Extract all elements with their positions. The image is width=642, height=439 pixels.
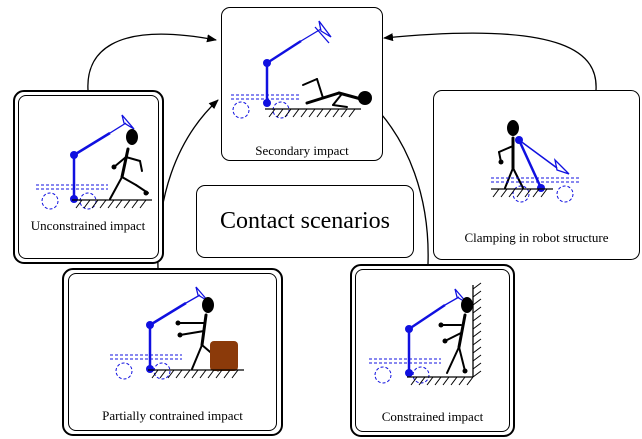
obstacle-box-icon bbox=[210, 341, 238, 371]
constrained-impact-label: Constrained impact bbox=[381, 409, 484, 424]
robot-arm-icon bbox=[110, 286, 209, 380]
secondary-impact-scene bbox=[231, 20, 372, 119]
clamping-box bbox=[433, 90, 640, 260]
clamping-label: Clamping in robot structure bbox=[464, 230, 609, 245]
clamping-scene bbox=[491, 120, 581, 203]
arrow-clamping-to-secondary bbox=[383, 32, 597, 91]
partial-impact-scene bbox=[110, 286, 244, 380]
partial-impact-label: Partially contrained impact bbox=[102, 408, 243, 423]
unconstrained-impact-scene bbox=[36, 114, 152, 210]
unconstrained-impact-label: Unconstrained impact bbox=[30, 218, 146, 233]
secondary-impact-box bbox=[221, 7, 383, 161]
human-figure-icon bbox=[302, 78, 363, 108]
constrained-impact-box bbox=[355, 269, 510, 432]
page-title: Contact scenarios bbox=[220, 208, 390, 234]
secondary-impact-label: Secondary impact bbox=[255, 143, 349, 158]
robot-arm-icon bbox=[231, 20, 332, 119]
constrained-impact-scene bbox=[369, 282, 482, 386]
human-figure-icon bbox=[109, 147, 149, 200]
partial-impact-box bbox=[68, 273, 277, 431]
arrow-unconstrained-to-secondary bbox=[87, 33, 217, 91]
robot-arm-icon bbox=[369, 288, 468, 384]
human-figure-icon bbox=[440, 313, 467, 374]
unconstrained-impact-box bbox=[18, 95, 159, 259]
robot-arm-icon bbox=[491, 139, 581, 203]
contact-scenarios-title-box bbox=[196, 185, 414, 258]
robot-arm-icon bbox=[36, 114, 135, 210]
